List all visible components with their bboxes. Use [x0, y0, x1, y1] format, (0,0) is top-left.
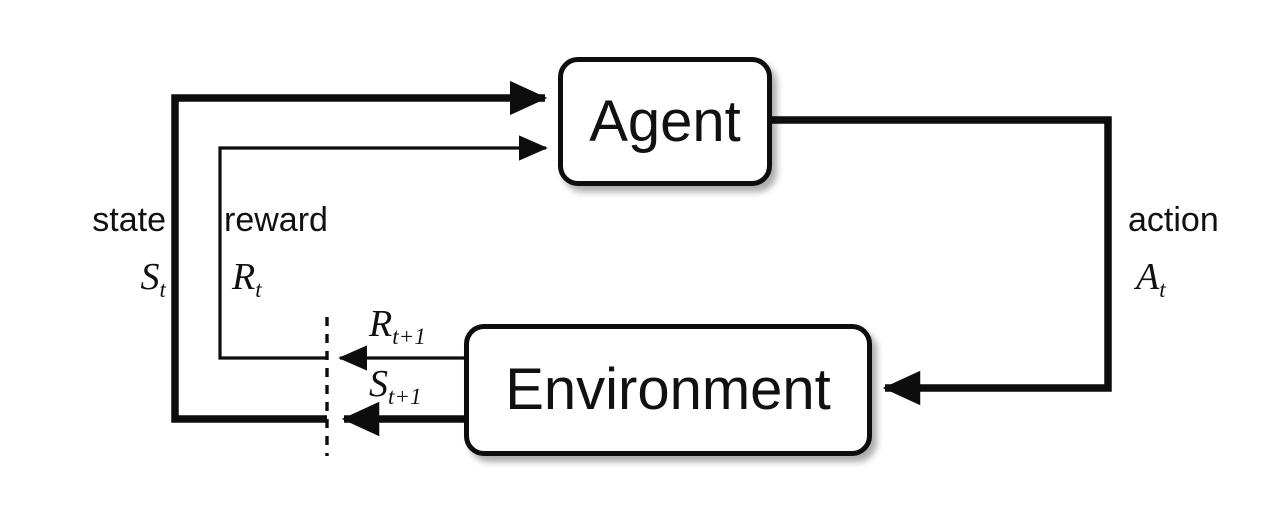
state-label-symbol: St: [46, 256, 166, 301]
edge-state-to-agent: [171, 80, 548, 423]
edge-reward-to-agent: [218, 135, 548, 360]
environment-node: Environment: [464, 324, 872, 456]
agent-node: Agent: [558, 57, 772, 186]
state-next-label: St+1: [369, 363, 422, 408]
state-next-symbol: S: [369, 363, 388, 405]
action-label-symbol: At: [1136, 256, 1166, 301]
edge-action-to-environment: [772, 116, 1112, 406]
reward-label-word: reward: [224, 201, 328, 239]
environment-node-label: Environment: [505, 357, 831, 422]
reward-symbol: R: [232, 256, 256, 298]
reward-next-symbol: R: [369, 303, 393, 345]
state-symbol: S: [140, 256, 160, 298]
reward-next-label: Rt+1: [369, 303, 426, 348]
reward-next-subscript: t+1: [392, 323, 427, 349]
action-symbol: A: [1136, 256, 1160, 298]
action-subscript: t: [1159, 276, 1166, 302]
state-subscript: t: [159, 276, 166, 302]
reward-subscript: t: [255, 276, 262, 302]
action-label-word: action: [1128, 201, 1219, 239]
agent-node-label: Agent: [589, 88, 741, 154]
state-label-word: state: [92, 201, 166, 239]
state-next-subscript: t+1: [388, 383, 422, 409]
reward-label-symbol: Rt: [232, 256, 262, 301]
